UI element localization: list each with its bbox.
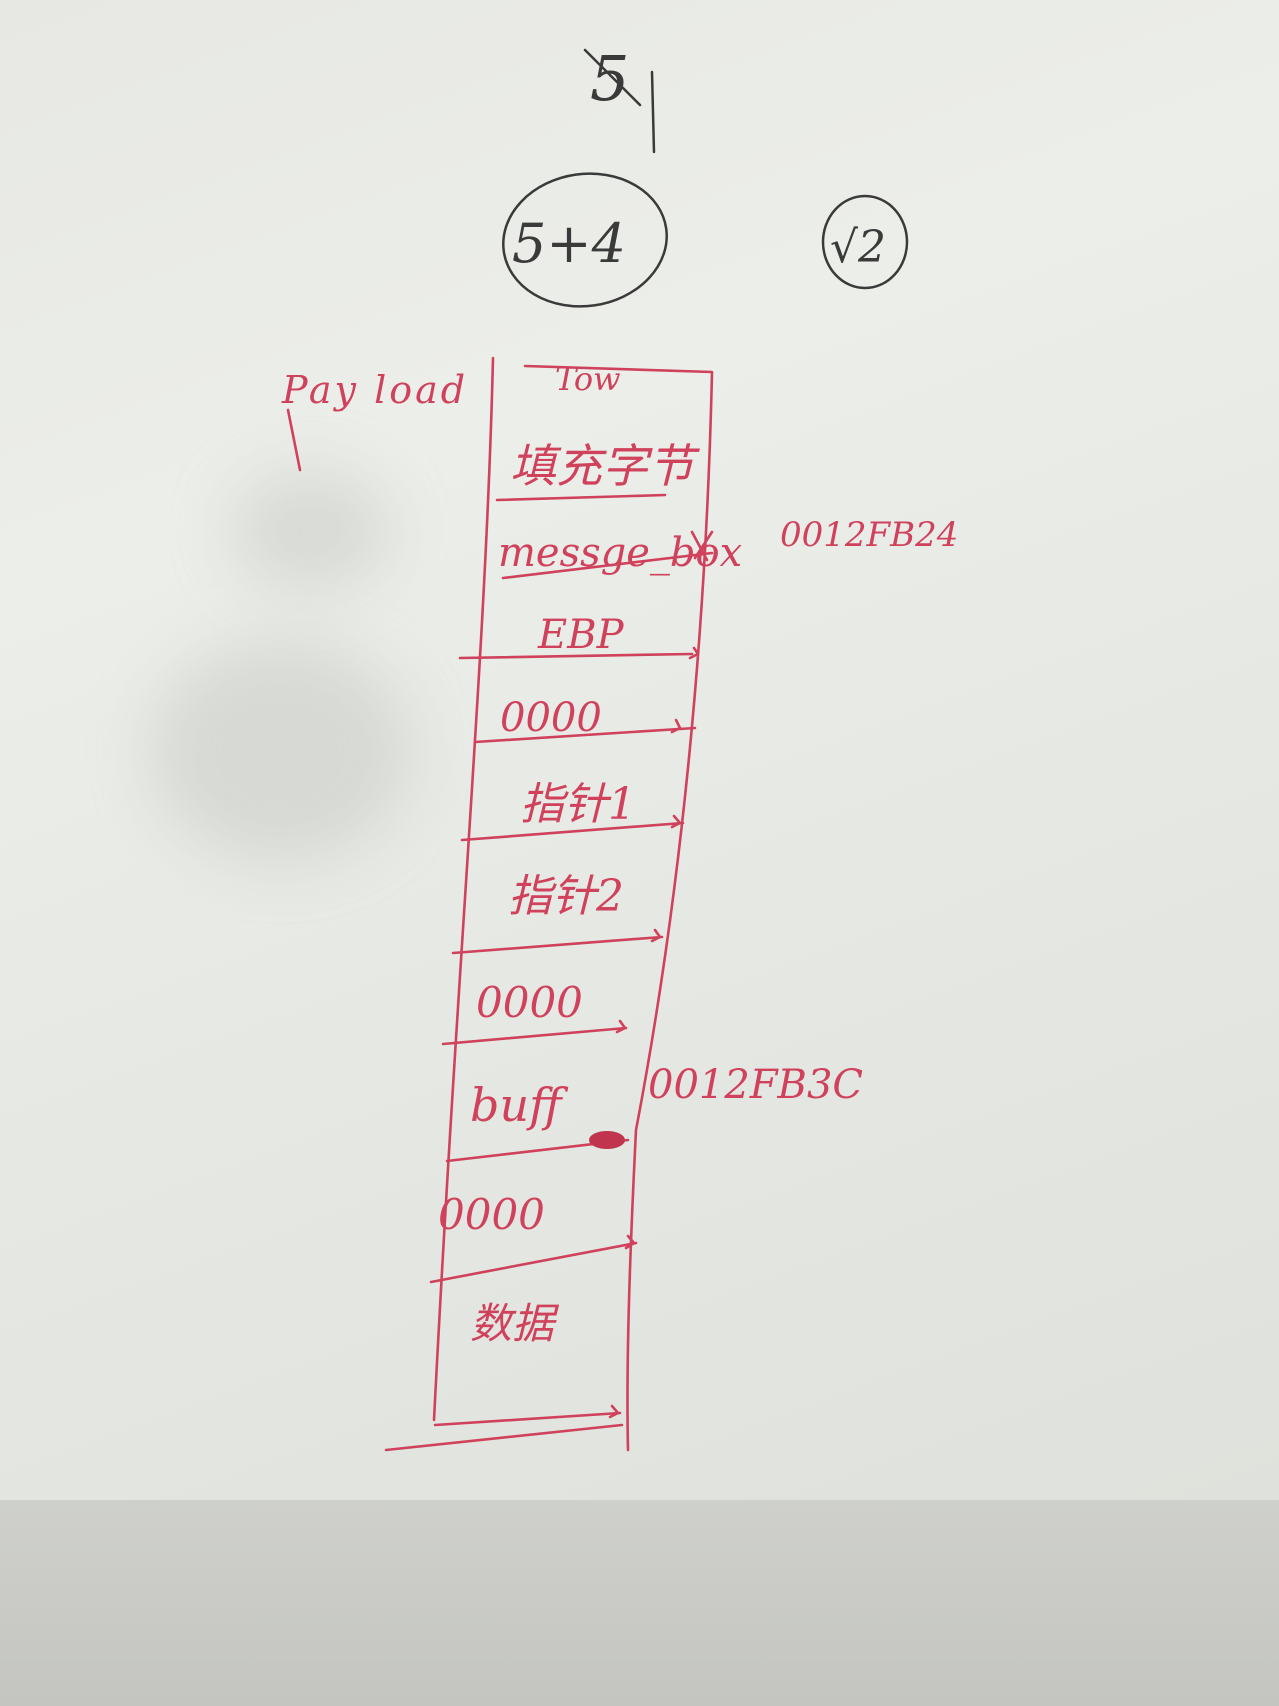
stack-cell-label: 0000 — [476, 978, 583, 1027]
side-stroke — [286, 408, 302, 472]
stack-cell-label: 指针1 — [520, 779, 636, 830]
heading-stem — [650, 70, 656, 154]
divider — [460, 821, 685, 842]
arrowhead — [615, 1019, 627, 1034]
address-label: 0012FB3C — [648, 1062, 863, 1108]
stack-cell-label: Tow — [555, 360, 621, 398]
stack-cell-label: 数据 — [470, 1299, 555, 1348]
divider — [458, 652, 694, 660]
divider — [441, 1026, 628, 1046]
paper-shadow — [150, 640, 410, 860]
arrowhead — [670, 718, 682, 734]
arrowhead — [650, 928, 662, 943]
ink-blot — [589, 1131, 625, 1149]
arrowhead — [670, 814, 682, 829]
heading-mark: 5 — [590, 42, 630, 115]
divider — [429, 1241, 638, 1284]
circle-right — [821, 194, 909, 290]
side-label: Pay load — [282, 368, 469, 412]
divider — [495, 493, 667, 502]
circle-left — [502, 172, 668, 308]
stack-cell-label: 0000 — [438, 1190, 545, 1239]
stack-cell-label: 指针2 — [508, 871, 624, 922]
arrowhead — [688, 646, 700, 660]
circled-expression-right: √2 — [830, 222, 887, 273]
divider — [501, 551, 714, 580]
arrowhead — [608, 1404, 620, 1419]
cross-mark — [690, 530, 709, 562]
divider — [433, 1411, 622, 1427]
paper-sheet — [0, 0, 1279, 1500]
stack-cell-label: 0000 — [500, 695, 602, 741]
address-label: 0012FB24 — [780, 515, 959, 555]
paper-shadow — [230, 470, 390, 590]
stack-left-edge — [432, 356, 495, 1422]
desk-surface — [0, 1500, 1279, 1706]
divider — [451, 935, 664, 955]
arrowhead — [624, 1234, 636, 1250]
stack-bottom-line — [384, 1423, 624, 1452]
stack-cell-label: buff — [470, 1078, 562, 1132]
stack-cell-label: messge_box — [498, 530, 743, 576]
stack-cell-label: 填充字节 — [510, 439, 694, 493]
circled-expression-left: 5+4 — [512, 212, 626, 275]
divider — [473, 726, 697, 744]
stack-cell-label: EBP — [538, 612, 624, 658]
strike-stroke — [583, 48, 642, 107]
cross-mark — [693, 530, 714, 560]
